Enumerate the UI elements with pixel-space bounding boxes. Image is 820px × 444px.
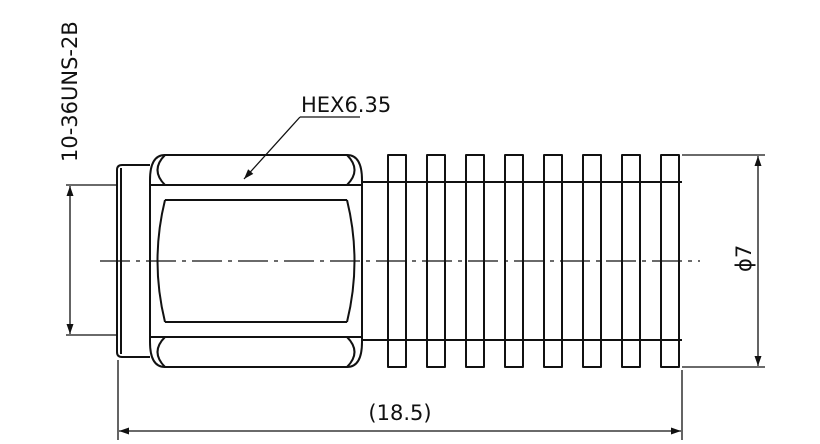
length-dimension: (18.5): [117, 360, 683, 440]
neck: [362, 181, 388, 341]
diameter-dimension: ϕ7: [682, 154, 765, 368]
hex-nut: [149, 154, 363, 368]
heat-sink-core: [388, 181, 682, 341]
hex-leader: HEX6.35: [243, 93, 391, 180]
diameter-label: ϕ7: [732, 245, 756, 272]
thread-dimension: 10-36UNS-2B: [58, 21, 117, 336]
hex-label: HEX6.35: [301, 93, 391, 117]
thread-label: 10-36UNS-2B: [58, 21, 82, 162]
length-label: (18.5): [368, 401, 431, 425]
